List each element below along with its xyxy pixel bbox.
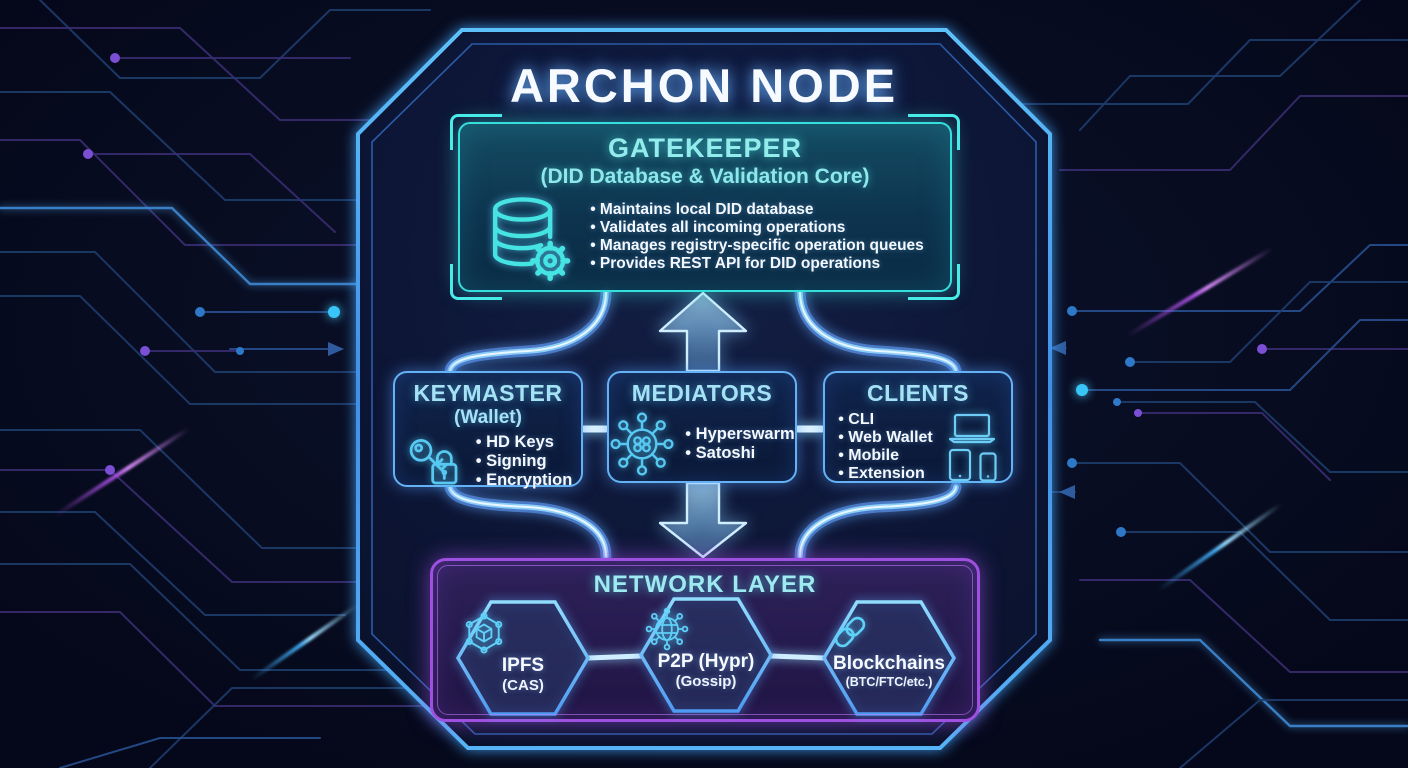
hex-node-ipfs: IPFS (CAS) — [461, 611, 585, 694]
list-item: Satoshi — [685, 444, 794, 463]
tablet-icon — [948, 448, 971, 481]
globe-network-icon — [645, 607, 689, 651]
down-arrow — [658, 481, 748, 559]
chain-link-icon — [834, 616, 866, 648]
list-item: Mobile — [838, 447, 933, 465]
up-arrow — [658, 291, 748, 373]
gatekeeper-bullets: Maintains local DID database Validates a… — [590, 201, 924, 273]
keymaster-subtitle: (Wallet) — [454, 407, 522, 428]
list-item: Provides REST API for DID operations — [590, 255, 924, 273]
hex-node-p2p: P2P (Hypr) (Gossip) — [644, 607, 768, 690]
hex-sublabel: (CAS) — [502, 677, 544, 694]
page-title: ARCHON NODE — [509, 59, 899, 112]
clients-title: CLIENTS — [867, 380, 969, 406]
list-item: HD Keys — [476, 433, 573, 452]
mediators-bullets: Hyperswarm Satoshi — [685, 425, 795, 463]
gatekeeper-title: GATEKEEPER — [607, 133, 803, 163]
corner-bracket-icon — [908, 114, 960, 150]
gatekeeper-subtitle: (DID Database & Validation Core) — [540, 165, 870, 188]
database-gear-icon — [493, 197, 571, 281]
corner-bracket-icon — [450, 114, 502, 150]
phone-icon — [979, 451, 997, 482]
network-layer-title: NETWORK LAYER — [593, 571, 817, 598]
gatekeeper-box: GATEKEEPER (DID Database & Validation Co… — [450, 114, 960, 300]
hex-sublabel: (BTC/FTC/etc.) — [845, 675, 933, 689]
laptop-icon — [949, 413, 996, 443]
keymaster-title: KEYMASTER — [413, 380, 563, 406]
clients-box: CLIENTS CLI Web Wallet Mobile Extension — [823, 371, 1013, 483]
network-layer-box: NETWORK LAYER IPFS (CAS) — [430, 558, 980, 722]
list-item: Maintains local DID database — [590, 201, 924, 219]
keymaster-box: KEYMASTER (Wallet) HD Keys Signing Encry… — [393, 371, 583, 490]
key-lock-icon — [409, 438, 458, 484]
hex-label: Blockchains — [833, 653, 945, 674]
list-item: Validates all incoming operations — [590, 219, 924, 237]
network-hub-icon — [610, 412, 674, 476]
corner-bracket-icon — [450, 264, 502, 300]
ipfs-cube-icon — [465, 612, 503, 654]
mediators-box: MEDIATORS Hyperswarm — [607, 371, 797, 483]
list-item: CLI — [838, 411, 933, 429]
hex-sublabel: (Gossip) — [675, 673, 737, 690]
clients-bullets: CLI Web Wallet Mobile Extension — [838, 411, 933, 483]
hex-label: P2P (Hypr) — [657, 651, 755, 672]
list-item: Signing — [476, 452, 573, 471]
keymaster-bullets: HD Keys Signing Encryption — [476, 433, 573, 490]
corner-bracket-icon — [908, 264, 960, 300]
list-item: Web Wallet — [838, 429, 932, 447]
hex-node-blockchains: Blockchains (BTC/FTC/etc.) — [827, 611, 951, 689]
mediators-title: MEDIATORS — [631, 380, 773, 406]
list-item: Hyperswarm — [685, 425, 795, 444]
hex-label: IPFS — [501, 655, 545, 676]
list-item: Manages registry-specific operation queu… — [590, 237, 924, 255]
list-item: Extension — [838, 465, 933, 483]
list-item: Encryption — [476, 471, 572, 490]
